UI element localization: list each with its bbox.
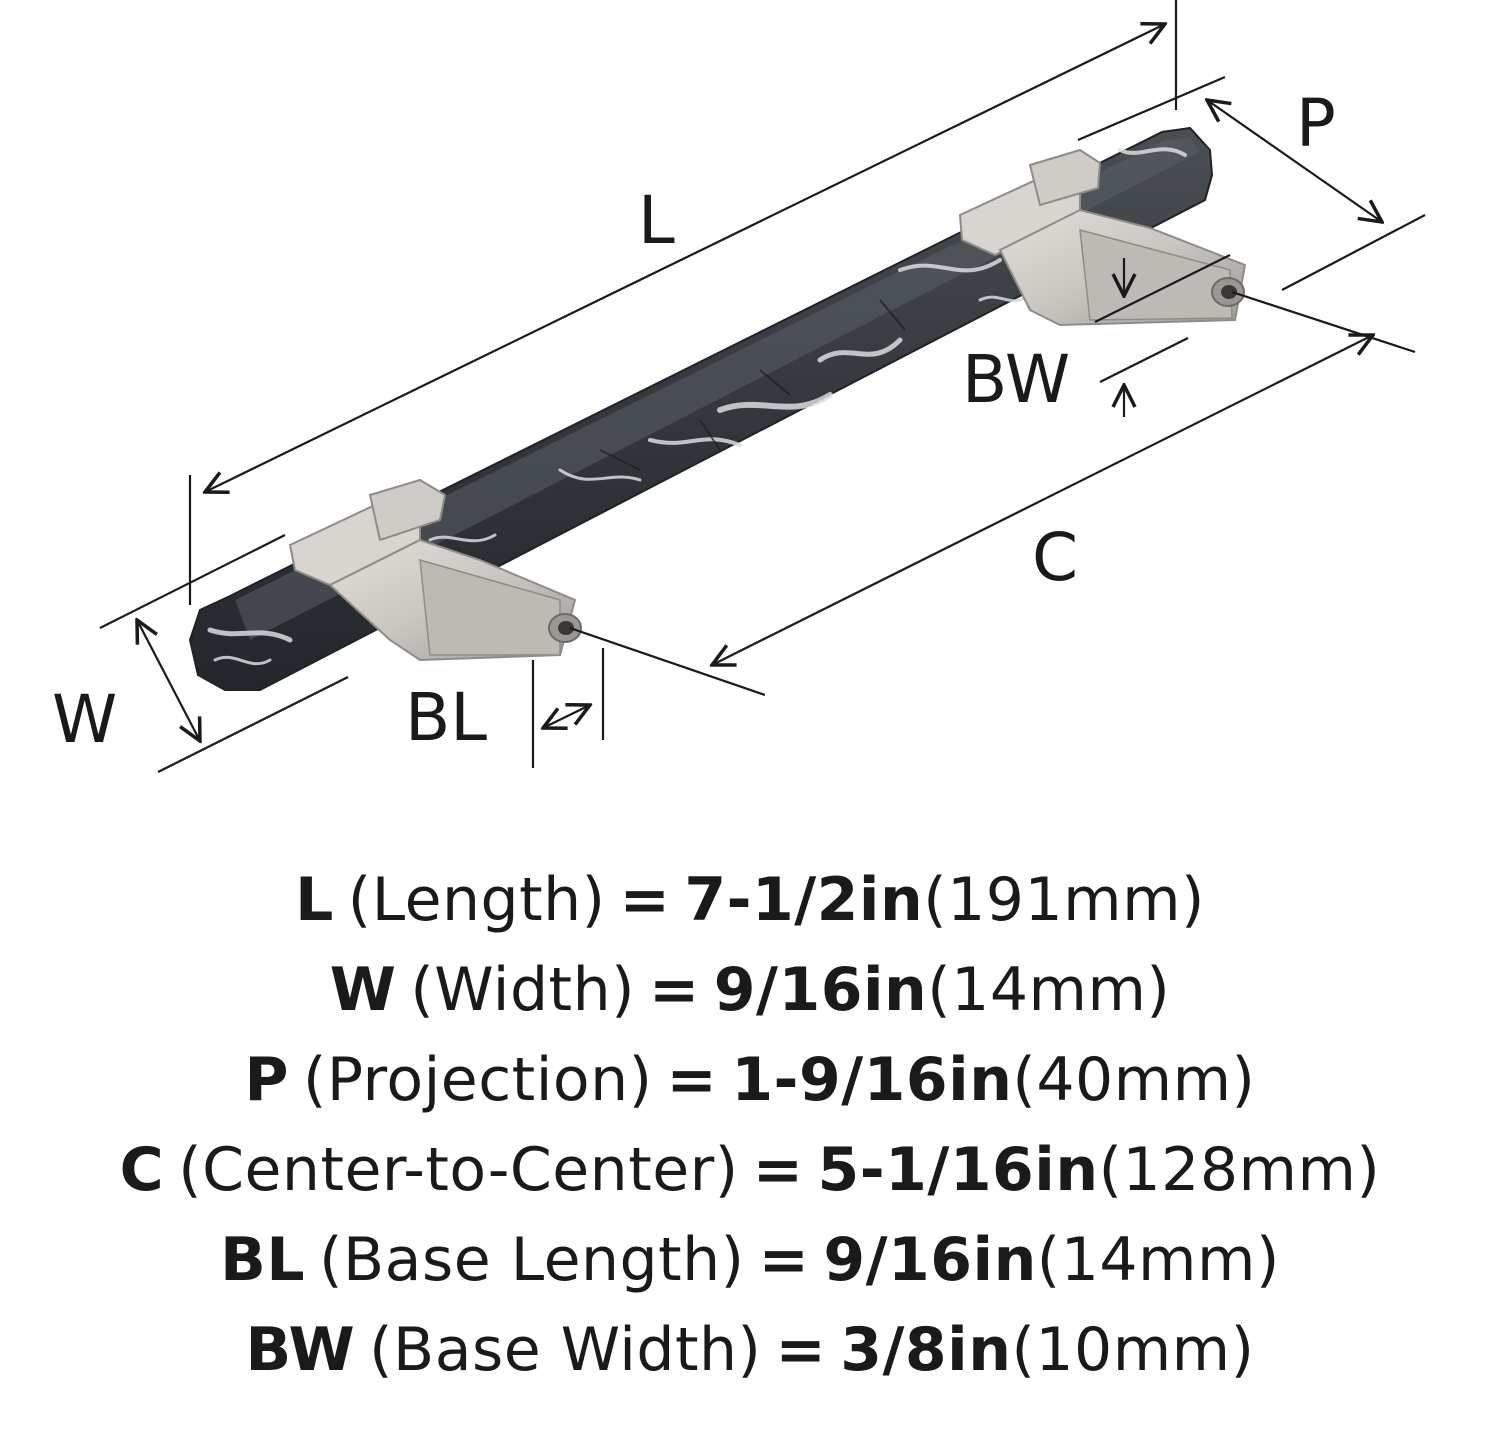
spec-code: C: [119, 1135, 165, 1205]
spec-mm: (40mm): [1012, 1045, 1256, 1115]
spec-code: BW: [245, 1315, 356, 1385]
spec-equals: =: [666, 1045, 718, 1115]
spec-projection: P(Projection)=1-9/16in(40mm): [0, 1035, 1500, 1125]
label-length: L: [638, 182, 675, 259]
spec-mm: (14mm): [1036, 1225, 1280, 1295]
spec-mm: (14mm): [927, 955, 1171, 1025]
label-base-length: BL: [405, 679, 487, 756]
label-width: W: [52, 681, 117, 758]
base-length-dimension-line: [543, 705, 590, 728]
width-extension-top: [99, 534, 286, 629]
spec-code: W: [329, 955, 397, 1025]
spec-name: (Base Length): [319, 1225, 745, 1295]
spec-equals: =: [619, 865, 671, 935]
spec-equals: =: [752, 1135, 804, 1205]
spec-base-length: BL(Base Length)=9/16in(14mm): [0, 1215, 1500, 1305]
label-center-to-center: C: [1032, 519, 1078, 596]
length-dimension-line: [205, 24, 1165, 492]
base-width-extension-bottom: [1099, 337, 1189, 383]
cabinet-pull-illustration: [188, 126, 1247, 691]
projection-extension-bottom: [1281, 214, 1426, 291]
spec-center-to-center: C(Center-to-Center)=5-1/16in(128mm): [0, 1125, 1500, 1215]
center-extension-left: [569, 626, 766, 697]
center-extension-right: [1231, 290, 1416, 354]
spec-name: (Center-to-Center): [178, 1135, 739, 1205]
spec-mm: (10mm): [1011, 1315, 1255, 1385]
spec-code: BL: [220, 1225, 306, 1295]
label-base-width: BW: [962, 341, 1070, 418]
spec-inches: 3/8in: [840, 1315, 1012, 1385]
spec-inches: 9/16in: [823, 1225, 1037, 1295]
spec-inches: 7-1/2in: [684, 865, 924, 935]
base-width-extension-top: [1094, 254, 1231, 323]
spec-equals: =: [775, 1315, 827, 1385]
spec-base-width: BW(Base Width)=3/8in(10mm): [0, 1305, 1500, 1395]
spec-inches: 1-9/16in: [731, 1045, 1013, 1115]
spec-code: L: [295, 865, 334, 935]
left-base: [288, 478, 582, 662]
spec-mm: (128mm): [1098, 1135, 1381, 1205]
dimension-lines: [99, 0, 1426, 773]
dimension-letters: L P BW C W BL: [52, 85, 1336, 758]
dimension-diagram: L P BW C W BL: [52, 0, 1426, 773]
spec-name: (Length): [347, 865, 606, 935]
spec-length: L(Length)=7-1/2in(191mm): [0, 855, 1500, 945]
spec-equals: =: [758, 1225, 810, 1295]
specifications-list: L(Length)=7-1/2in(191mm) W(Width)=9/16in…: [0, 855, 1500, 1395]
projection-extension-top: [1077, 75, 1226, 142]
center-dimension-line: [712, 335, 1373, 665]
label-projection: P: [1296, 85, 1336, 162]
spec-mm: (191mm): [923, 865, 1205, 935]
spec-equals: =: [649, 955, 700, 1025]
spec-name: (Projection): [303, 1045, 653, 1115]
spec-name: (Base Width): [369, 1315, 762, 1385]
spec-width: W(Width)=9/16in(14mm): [0, 945, 1500, 1035]
spec-code: P: [244, 1045, 290, 1115]
spec-name: (Width): [410, 955, 636, 1025]
projection-dimension-line: [1207, 100, 1382, 222]
width-dimension-line: [137, 620, 200, 741]
spec-inches: 9/16in: [713, 955, 928, 1025]
spec-inches: 5-1/16in: [817, 1135, 1099, 1205]
width-extension-bottom: [157, 676, 349, 773]
